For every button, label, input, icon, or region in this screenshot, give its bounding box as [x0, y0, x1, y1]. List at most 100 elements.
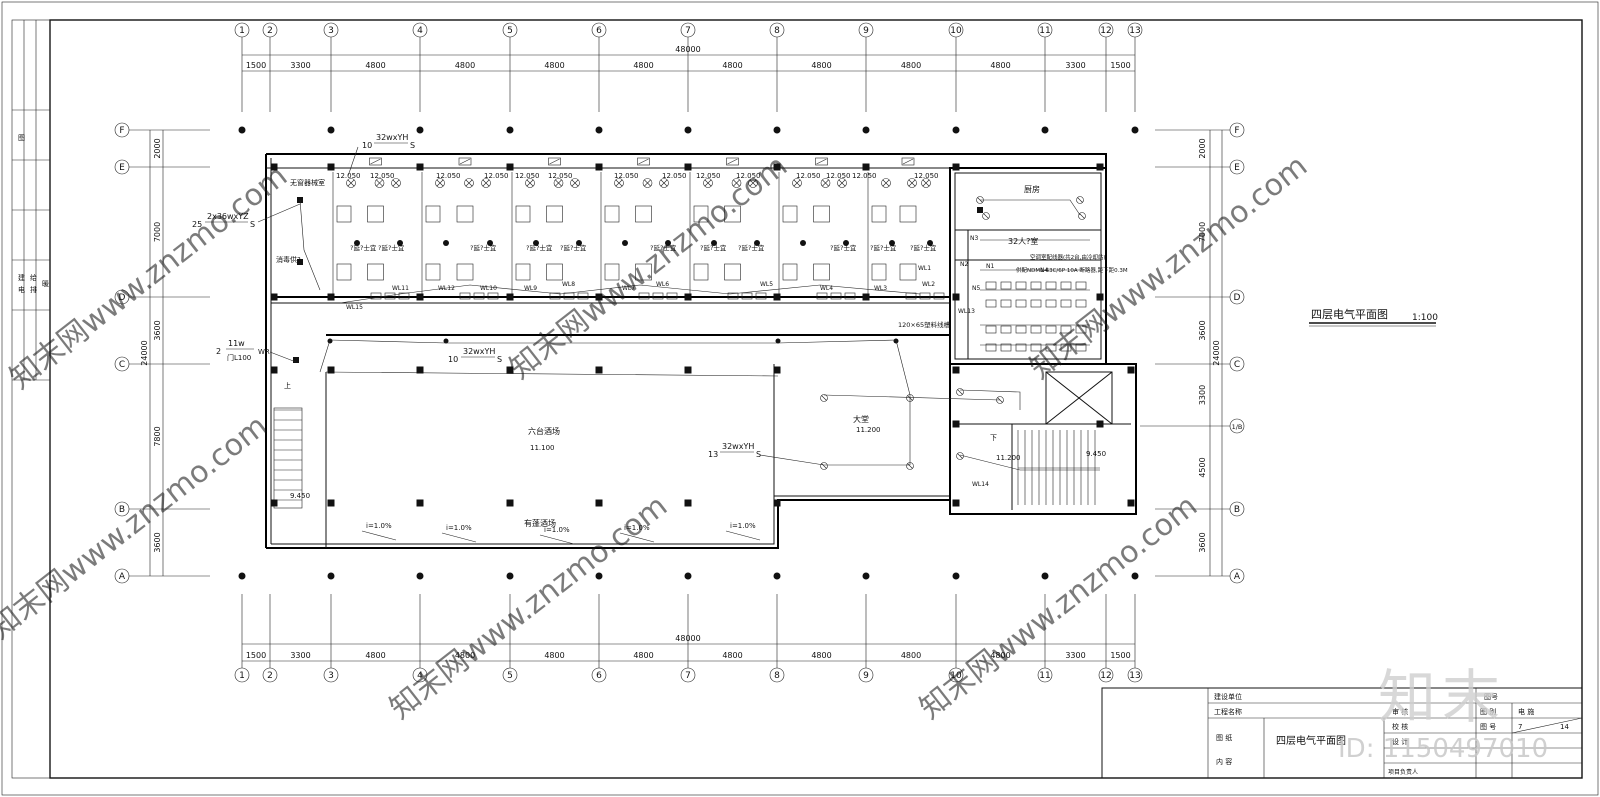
left-binding-strip: 图 建 电 给 排 暖 [11, 19, 51, 779]
axis-label: C [119, 360, 125, 370]
column-square [327, 366, 335, 374]
ceiling-light [792, 178, 802, 188]
elevation-tag: 12.050 [826, 172, 851, 180]
desk [1015, 299, 1027, 308]
column-square [684, 499, 692, 507]
ceiling-light-x [957, 389, 963, 395]
column-square [327, 163, 335, 171]
tb-drawing-name: 四层电气平面图 [1276, 734, 1346, 747]
axis-label: 7 [685, 671, 691, 681]
elevation-tag: 12.050 [736, 172, 761, 180]
strip-label: 暖 [42, 280, 49, 288]
ceiling-light [1076, 196, 1084, 204]
axis-label: 11 [1039, 26, 1050, 36]
watermark-text: 知末网www.znzmo.com [0, 408, 274, 646]
bathroom-block [425, 205, 441, 223]
column-square [595, 499, 603, 507]
ceiling-light-x [347, 179, 355, 187]
tb-num-total: 14 [1560, 723, 1569, 731]
ceiling-light-x [1077, 197, 1083, 203]
column-dot [684, 126, 692, 134]
dim-value: 1500 [1110, 651, 1130, 660]
column-dot [1041, 126, 1049, 134]
axis-label: 13 [1129, 671, 1140, 681]
dim-value: 1500 [1110, 61, 1130, 70]
landing-elev: 11.200 [996, 454, 1021, 462]
hall-elev: 11.200 [856, 426, 881, 434]
dim-value: 3600 [153, 532, 162, 552]
ceiling-light [1078, 212, 1086, 220]
elevation-tag: 12.050 [662, 172, 687, 180]
corridor-light [443, 338, 449, 344]
axis-label: 12 [1100, 671, 1111, 681]
anno4-s: S [497, 355, 502, 364]
ceiling-light [956, 388, 964, 396]
column-square [952, 293, 960, 301]
dim-value: 4800 [544, 651, 564, 660]
fire-label: 消毒供? [276, 255, 301, 264]
column-dot [238, 572, 246, 580]
ceiling-light-x [907, 463, 913, 469]
dim-total: 48000 [675, 45, 700, 54]
column-square [862, 163, 870, 171]
column-square [416, 163, 424, 171]
axis-label: F [119, 126, 124, 136]
dim-value: 3600 [1198, 532, 1207, 552]
tb-drawing-label: 图 纸 [1216, 733, 1232, 742]
ceiling-light [642, 178, 653, 188]
tb-num-value: 7 [1518, 723, 1522, 731]
anno1-spec: 32wxYH [376, 133, 408, 142]
dim-value: 4800 [901, 651, 921, 660]
ceiling-light [820, 462, 828, 470]
circuit-tag: WL6 [656, 281, 669, 288]
column-dot [952, 572, 960, 580]
anno2-s: S [250, 220, 255, 229]
dim-value: 4800 [455, 61, 475, 70]
outlet [666, 292, 678, 300]
storage-label: 无窗器械室 [290, 178, 325, 187]
axis-label: 1/B [1232, 423, 1243, 431]
column-square [270, 499, 278, 507]
dim-value: 1500 [246, 61, 266, 70]
watermark-layer: 知末网www.znzmo.com 知末网www.znzmo.com 知末网www… [0, 148, 1314, 726]
ceiling-light-x [922, 179, 930, 187]
distribution-panel [977, 207, 983, 213]
desk [1060, 325, 1072, 334]
bathroom-block [782, 263, 798, 281]
bathroom-block [515, 205, 531, 223]
axis-label: 3 [328, 26, 334, 36]
anno1-s: S [410, 141, 415, 150]
bay-label: ?延?士宜 [700, 243, 727, 252]
ceiling-light [748, 178, 758, 188]
ceiling-light [525, 178, 535, 188]
dim-total: 24000 [1212, 340, 1221, 365]
plan-scale: 1:100 [1412, 313, 1438, 323]
tb-build-unit: 建设单位 [1214, 692, 1242, 701]
column-dot [327, 126, 335, 134]
wall-light [576, 240, 582, 246]
building-walls [265, 153, 1137, 549]
circuit-tag: WL10 [480, 285, 497, 292]
dim-value: 7800 [153, 426, 162, 446]
anno3-spec2: 门L100 [227, 353, 251, 362]
outlet [755, 292, 767, 300]
slope-arrow [441, 532, 477, 543]
dim-value: 4800 [455, 651, 475, 660]
ceiling-light-x [436, 179, 444, 187]
axis-label: 12 [1100, 26, 1111, 36]
ceiling-light [391, 178, 401, 188]
ac-unit-mark [549, 158, 560, 165]
slope-arrow [539, 534, 575, 545]
outlet [370, 292, 382, 300]
wall-light [533, 240, 539, 246]
axis-label: 2 [267, 671, 273, 681]
strip-label: 建 [18, 273, 25, 282]
axis-label: B [1234, 505, 1240, 515]
elevation-tag: 12.050 [548, 172, 573, 180]
ceiling-light-x [733, 179, 740, 187]
axis-label: E [1234, 163, 1240, 173]
tb-num-label: 图 号 [1480, 723, 1496, 731]
outlet [652, 292, 664, 300]
